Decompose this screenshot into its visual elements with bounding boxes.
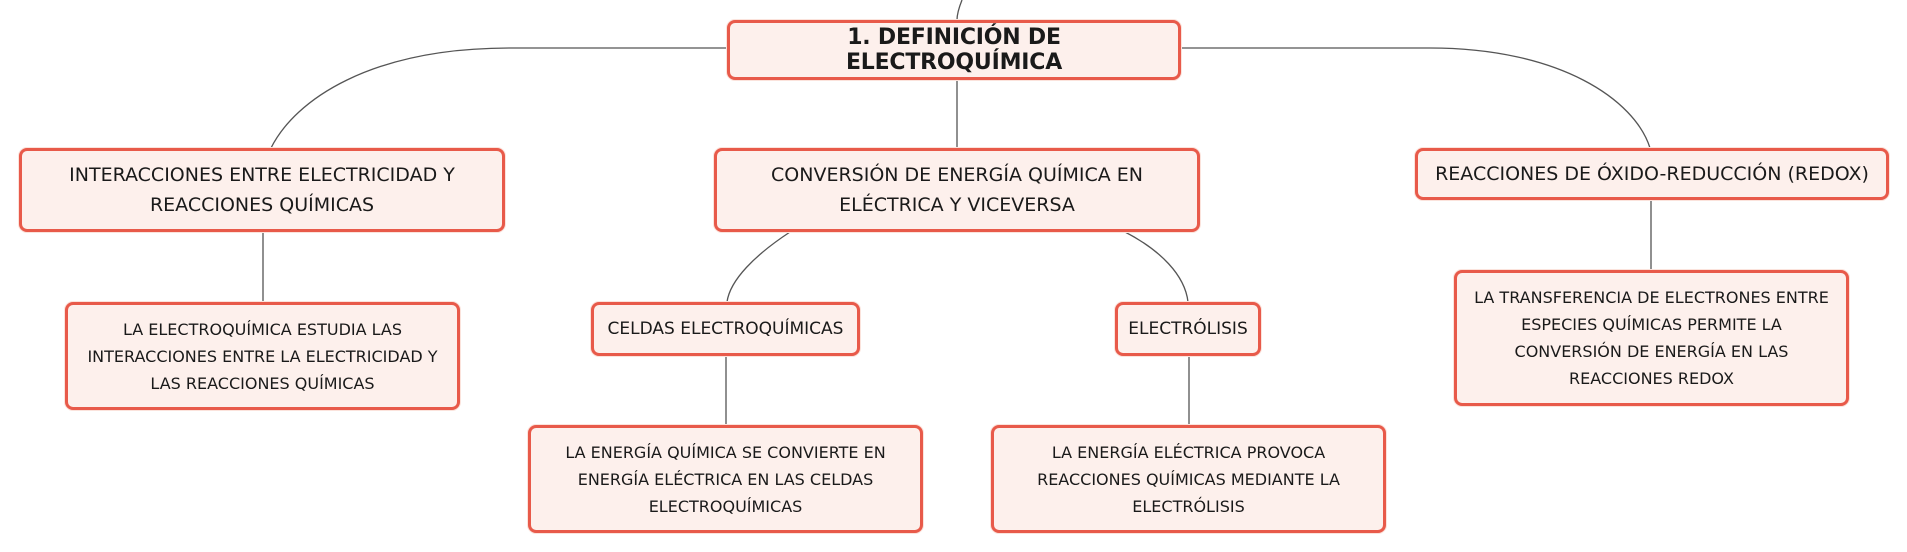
- branch-redox-label: REACCIONES DE ÓXIDO-REDUCCIÓN (REDOX): [1435, 163, 1869, 185]
- branch-conversion-label: CONVERSIÓN DE ENERGÍA QUÍMICA EN ELÉCTRI…: [771, 164, 1143, 216]
- detail-redox-node[interactable]: LA TRANSFERENCIA DE ELECTRONES ENTRE ESP…: [1454, 270, 1849, 406]
- branch-interacciones-label: INTERACCIONES ENTRE ELECTRICIDAD Y REACC…: [69, 164, 455, 216]
- connector-branch-2-celdas: [726, 231, 791, 303]
- detail-celdas-node[interactable]: LA ENERGÍA QUÍMICA SE CONVIERTE EN ENERG…: [528, 425, 923, 533]
- connector-root-branch-3: [1181, 47, 1651, 149]
- detail-electrolisis-node[interactable]: LA ENERGÍA ELÉCTRICA PROVOCA REACCIONES …: [991, 425, 1386, 533]
- root-topic-node[interactable]: 1. DEFINICIÓN DE ELECTROQUÍMICA: [727, 20, 1181, 80]
- detail-redox-text: LA TRANSFERENCIA DE ELECTRONES ENTRE ESP…: [1474, 288, 1829, 388]
- connector-root-branch-1: [270, 47, 728, 149]
- detail-celdas-text: LA ENERGÍA QUÍMICA SE CONVIERTE EN ENERG…: [565, 442, 886, 516]
- subtopic-celdas-label: CELDAS ELECTROQUÍMICAS: [607, 319, 844, 339]
- branch-interacciones-node[interactable]: INTERACCIONES ENTRE ELECTRICIDAD Y REACC…: [19, 148, 505, 232]
- branch-conversion-node[interactable]: CONVERSIÓN DE ENERGÍA QUÍMICA EN ELÉCTRI…: [714, 148, 1200, 232]
- root-topic-label: 1. DEFINICIÓN DE ELECTROQUÍMICA: [845, 25, 1063, 75]
- detail-interacciones-node[interactable]: LA ELECTROQUÍMICA ESTUDIA LAS INTERACCIO…: [65, 302, 460, 410]
- detail-electrolisis-text: LA ENERGÍA ELÉCTRICA PROVOCA REACCIONES …: [1037, 442, 1340, 516]
- subtopic-celdas-node[interactable]: CELDAS ELECTROQUÍMICAS: [591, 302, 860, 356]
- branch-redox-node[interactable]: REACCIONES DE ÓXIDO-REDUCCIÓN (REDOX): [1415, 148, 1889, 200]
- connector-root-parent: [956, 0, 963, 21]
- connector-branch-2-electrolisis: [1124, 231, 1189, 303]
- subtopic-electrolisis-label: ELECTRÓLISIS: [1128, 319, 1248, 339]
- detail-interacciones-text: LA ELECTROQUÍMICA ESTUDIA LAS INTERACCIO…: [87, 319, 438, 393]
- subtopic-electrolisis-node[interactable]: ELECTRÓLISIS: [1115, 302, 1261, 356]
